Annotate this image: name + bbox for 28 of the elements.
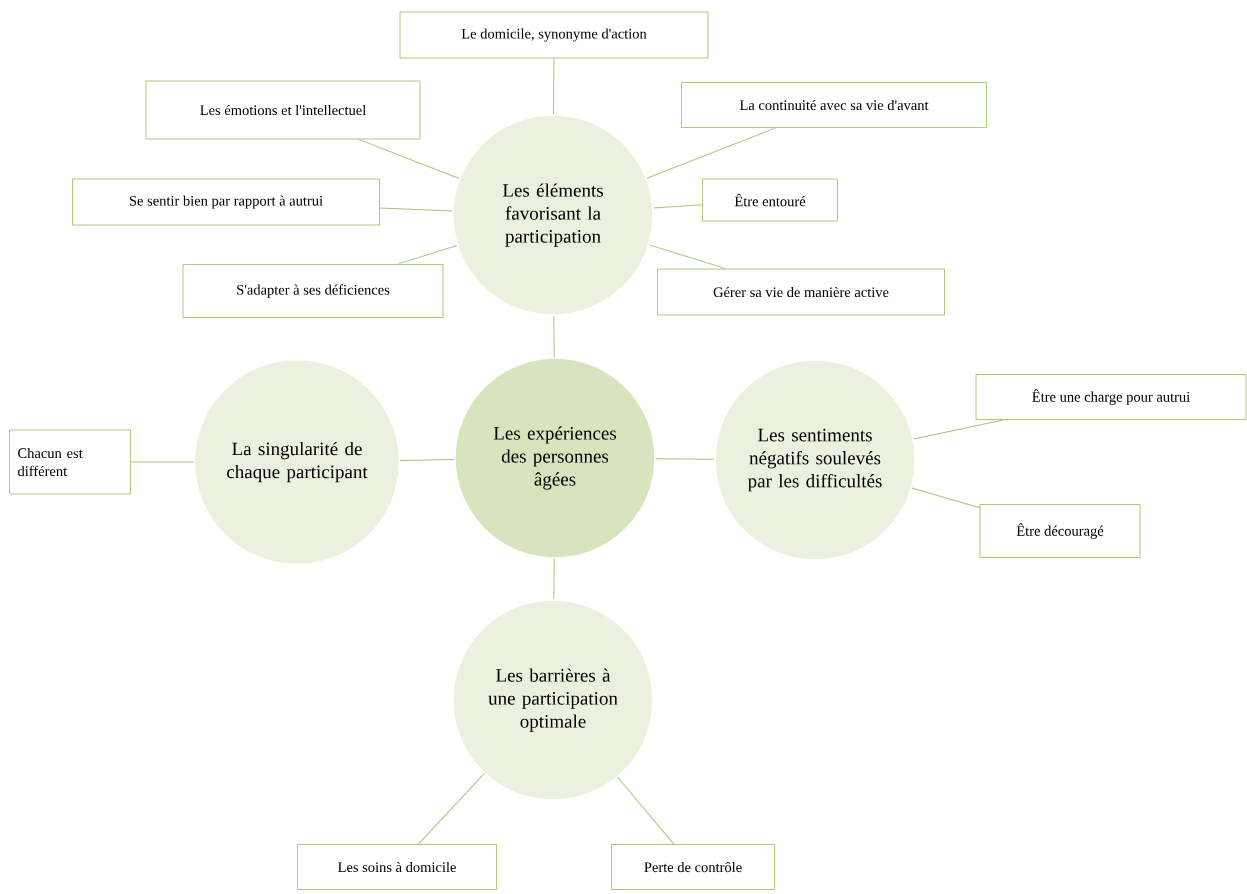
label-box: Se sentir bien par rapport à autrui: [72, 178, 380, 226]
connector-line: [358, 138, 460, 179]
label-box: S'adapter à ses déficiences: [182, 264, 444, 318]
connector-line: [646, 127, 777, 179]
label-box: Perte de contrôle: [611, 844, 775, 890]
connector-line: [617, 776, 675, 845]
connector-line: [913, 419, 1004, 440]
label-box: Chacun est différent: [9, 429, 131, 495]
label-box: Être entouré: [702, 178, 838, 222]
label-box: Les soins à domicile: [297, 844, 497, 890]
connector-line: [653, 204, 703, 209]
connector-line: [399, 459, 455, 461]
label-box: Être découragé: [979, 504, 1141, 558]
connector-line: [648, 244, 727, 270]
label-box: Gérer sa vie de manière active: [657, 268, 945, 316]
label-box: Être une charge pour autrui: [975, 374, 1247, 420]
connector-line: [130, 461, 195, 463]
connector-line: [379, 207, 453, 212]
connector-line: [397, 244, 458, 265]
connector-line: [553, 558, 555, 600]
connector-line: [553, 315, 555, 358]
label-box: Le domicile, synonyme d'action: [399, 11, 709, 59]
label-box: La continuité avec sa vie d'avant: [681, 82, 987, 128]
connector-line: [655, 458, 715, 460]
connector-line: [553, 57, 555, 115]
connector-line: [417, 773, 485, 845]
label-box: Les émotions et l'intellectuel: [145, 80, 421, 140]
connector-line: [911, 487, 981, 509]
